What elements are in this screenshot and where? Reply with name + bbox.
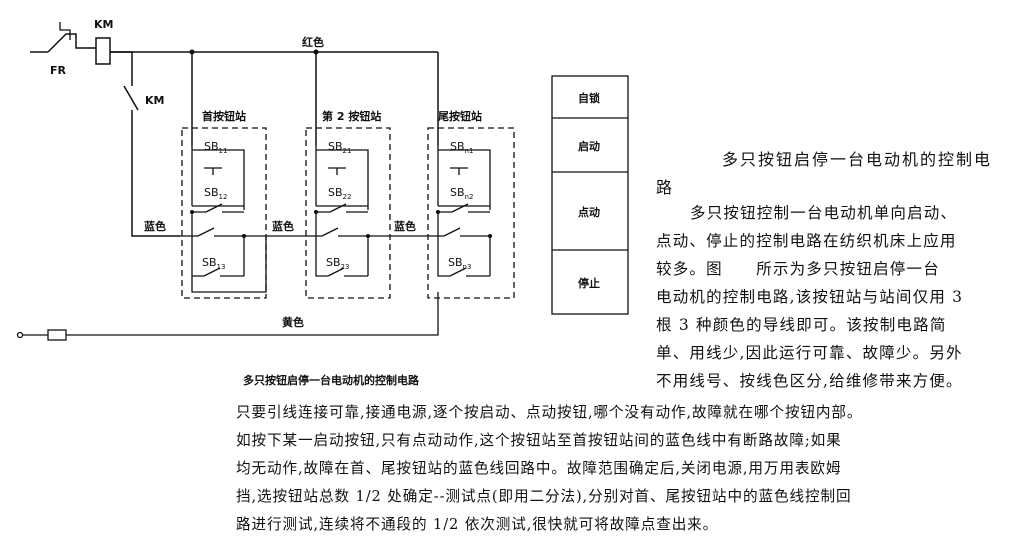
sbn3-label: SBn3 <box>448 256 471 271</box>
legend-start: 启动 <box>578 139 600 153</box>
blue-wire-label-mid2: 蓝色 <box>394 219 416 233</box>
blue-wire-label-left: 蓝色 <box>144 219 166 233</box>
km-contact-label: KM <box>145 94 164 107</box>
fr-label: FR <box>50 64 67 77</box>
station-1-title: 首按钮站 <box>202 109 246 123</box>
sb12-label: SB12 <box>204 186 227 201</box>
control-circuit-diagram: FR KM KM 红色 蓝色 蓝色 蓝色 黄色 首按钮站 第 2 按钮站 尾按钮… <box>16 18 629 341</box>
legend-self-lock: 自锁 <box>578 91 600 105</box>
diagram-caption: 多只按钮启停一台电动机的控制电路 <box>243 374 419 387</box>
station-2-title: 第 2 按钮站 <box>322 109 381 123</box>
red-wire-label: 红色 <box>302 35 324 49</box>
wide-line-2: 均无动作,故障在首、尾按钮站的蓝色线回路中。故障范围确定后,关闭电源,用万用表欧… <box>236 460 842 477</box>
sbn2-label: SBn2 <box>450 186 473 201</box>
narrow-line-1: 点动、停止的控制电路在纺织机床上应用 <box>656 232 957 250</box>
wide-line-3: 挡,选按钮站总数 1/2 处确定--测试点(即用二分法),分别对首、尾按钮站中的… <box>236 488 852 505</box>
km-coil-label: KM <box>94 18 113 31</box>
sb21-label: SB21 <box>328 140 351 155</box>
sb11-label: SB11 <box>204 140 227 155</box>
article-title-line1: 多只按钮启停一台电动机的控制电 <box>722 150 993 169</box>
narrow-line-3: 电动机的控制电路,该按钮站与站间仅用 3 <box>656 288 964 306</box>
wide-line-1: 如按下某一启动按钮,只有点动动作,这个按钮站至首按钮站间的蓝色线中有断路故障;如… <box>236 432 842 449</box>
narrow-line-0: 多只按钮控制一台电动机单向启动、 <box>690 204 958 222</box>
legend-jog: 点动 <box>578 205 600 219</box>
legend-stop: 停止 <box>578 276 600 290</box>
narrow-line-2: 较多。图 所示为多只按钮启停一台 <box>656 260 940 278</box>
narrow-line-4: 根 3 种颜色的导线即可。该按制电路简 <box>656 316 947 334</box>
narrow-line-5: 单、用线少,因此运行可靠、故障少。另外 <box>656 344 963 362</box>
wide-line-4: 路进行测试,连续将不通段的 1/2 依次测试,很快就可将故障点查出来。 <box>236 516 719 533</box>
station-3-title: 尾按钮站 <box>437 109 482 123</box>
sbn1-label: SBn1 <box>450 140 473 155</box>
wide-line-0: 只要引线连接可靠,接通电源,逐个按启动、点动按钮,哪个没有动作,故障就在哪个按钮… <box>236 404 863 421</box>
yellow-wire-label: 黄色 <box>282 315 304 329</box>
narrow-line-6: 不用线号、按线色区分,给维修带来方便。 <box>656 372 963 390</box>
sb22-label: SB22 <box>328 186 351 201</box>
blue-wire-label-mid1: 蓝色 <box>272 219 294 233</box>
sb13-label: SB13 <box>202 256 225 271</box>
article-title-line2: 路 <box>656 178 675 197</box>
sb23-label: SB23 <box>326 256 349 271</box>
